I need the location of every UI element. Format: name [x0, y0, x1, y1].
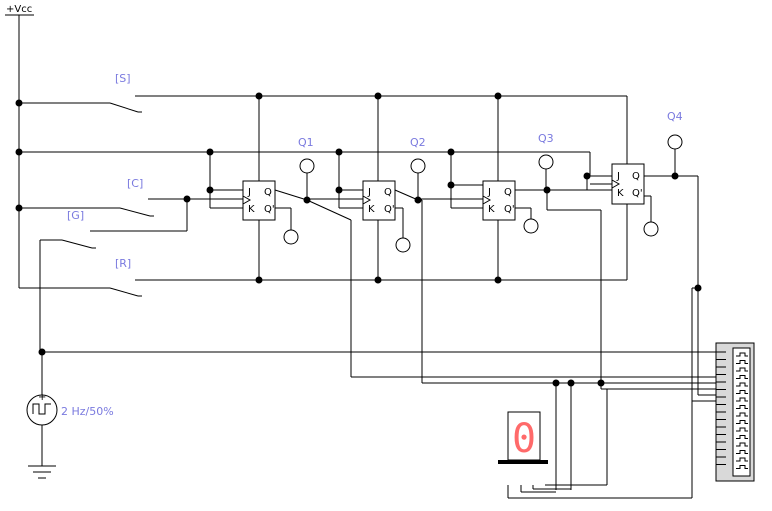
junction-dot	[494, 92, 502, 100]
junction-dot	[206, 148, 214, 156]
junction-dot	[671, 172, 679, 180]
svg-text:+: +	[38, 392, 46, 403]
clock-source: + 2 Hz/50%	[26, 352, 114, 479]
probe-qn-2	[395, 237, 411, 253]
probe-q4: Q4	[667, 110, 683, 176]
ff3-q-pin: Q	[504, 187, 512, 198]
junction-dot	[303, 196, 311, 204]
analyzer-trace	[736, 457, 748, 462]
jk-flipflop-2: J K Q Q'	[362, 180, 396, 221]
jk-flipflop-3: J K Q Q'	[482, 180, 516, 221]
junction-dot	[583, 172, 591, 180]
probe-qn-4	[643, 221, 659, 237]
switch-r[interactable]: [R]	[19, 257, 627, 297]
analyzer-trace	[736, 382, 748, 387]
ff4-k-pin: K	[617, 188, 624, 199]
analyzer-trace	[736, 450, 748, 454]
junction-dot	[255, 276, 263, 284]
analyzer-trace	[736, 405, 748, 409]
probe-q4-label: Q4	[667, 110, 683, 123]
junction-dot	[374, 276, 382, 284]
junction-dot	[15, 148, 23, 156]
switch-g-label: [G]	[67, 209, 84, 222]
ff3-k-pin: K	[488, 204, 495, 215]
analyzer-trace	[736, 397, 748, 402]
ff3-qn-pin: Q'	[504, 204, 515, 215]
ff1-k-pin: K	[248, 204, 255, 215]
ff4-qn-pin: Q'	[632, 188, 643, 199]
switch-r-label: [R]	[115, 257, 131, 270]
junction-dot	[597, 379, 605, 387]
junction-dot	[183, 195, 191, 203]
analyzer-trace	[736, 390, 748, 394]
junction-dot	[15, 99, 23, 107]
analyzer-trace	[736, 442, 748, 447]
probe-q2-label: Q2	[410, 136, 426, 149]
switch-s[interactable]: [S]	[19, 72, 627, 113]
junction-dot	[206, 186, 214, 194]
switch-s-label: [S]	[115, 72, 131, 85]
ff2-k-pin: K	[368, 204, 375, 215]
ff2-j-pin: J	[367, 187, 371, 198]
ff2-qn-pin: Q'	[384, 204, 395, 215]
switch-c-label: [C]	[127, 177, 143, 190]
analyzer-trace	[736, 360, 748, 364]
probe-q1-label: Q1	[298, 136, 314, 149]
analyzer-trace	[736, 435, 748, 439]
vcc-label: +Vcc	[6, 4, 32, 15]
junction-dot	[543, 186, 551, 194]
probe-qn-1	[283, 229, 299, 245]
analyzer-trace	[736, 375, 748, 379]
probe-q3-label: Q3	[538, 132, 554, 145]
analyzer-trace	[736, 465, 748, 469]
junction-dot	[414, 196, 422, 204]
junction-dot	[15, 204, 23, 212]
seven-segment-display: 0	[498, 411, 548, 464]
junction-dot	[494, 276, 502, 284]
junction-dots	[15, 92, 702, 387]
ff3-j-pin: J	[487, 187, 491, 198]
probe-q1: Q1	[298, 136, 315, 200]
clock-source-label: 2 Hz/50%	[61, 405, 114, 418]
jk-flipflop-1: J K Q Q'	[242, 180, 276, 221]
junction-dot	[374, 92, 382, 100]
ff4-j-pin: J	[616, 171, 620, 182]
switch-c[interactable]: [C]	[19, 177, 187, 217]
junction-dot	[335, 148, 343, 156]
ff4-q-pin: Q	[632, 171, 640, 182]
analyzer-trace	[736, 367, 748, 372]
seven-segment-digit: 0	[512, 416, 536, 462]
ff1-j-pin: J	[247, 187, 251, 198]
vcc-terminal: +Vcc	[5, 4, 34, 288]
junction-dot	[38, 348, 46, 356]
ff1-q-pin: Q	[264, 187, 272, 198]
junction-dot	[255, 92, 263, 100]
junction-dot	[447, 181, 455, 189]
ff2-q-pin: Q	[384, 187, 392, 198]
analyzer-trace	[736, 412, 748, 417]
analyzer-trace	[736, 427, 748, 432]
ff1-qn-pin: Q'	[264, 204, 275, 215]
probe-q3: Q3	[538, 132, 554, 190]
logic-analyzer	[715, 342, 755, 482]
probe-q2: Q2	[410, 136, 426, 200]
junction-dot	[567, 379, 575, 387]
analyzer-trace	[736, 352, 748, 357]
probe-qn-3	[523, 218, 539, 234]
junction-dot	[447, 148, 455, 156]
junction-dot	[552, 379, 560, 387]
switch-g[interactable]: [G]	[39, 199, 188, 340]
analyzer-trace	[736, 420, 748, 424]
jk-flipflop-4: J K Q Q'	[611, 163, 645, 205]
junction-dot	[694, 284, 702, 292]
junction-dot	[335, 186, 343, 194]
